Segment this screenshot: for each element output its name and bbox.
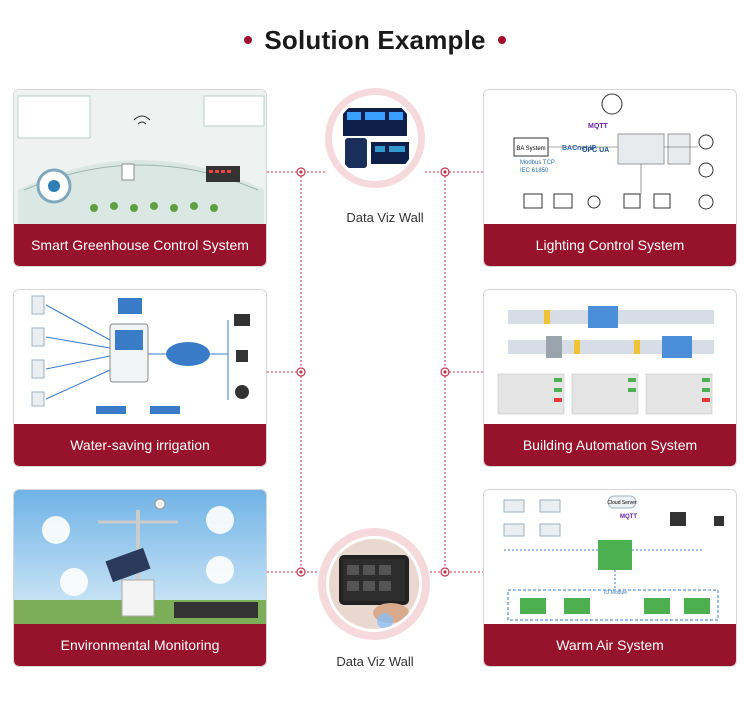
lighting-diagram-image: BA System BACnet IP MQTT OPC UA Modbus T… xyxy=(484,90,736,224)
card-environmental-monitoring[interactable]: Environmental Monitoring xyxy=(13,489,267,667)
card-caption: Building Automation System xyxy=(484,424,736,466)
greenhouse-diagram-image xyxy=(14,90,266,224)
lighting-iec-text: IEC 61850 xyxy=(520,168,549,174)
card-building-automation[interactable]: Building Automation System xyxy=(483,289,737,467)
warmair-io-text: IO Module xyxy=(604,590,627,596)
warmair-cloud-text: Cloud Server xyxy=(607,500,637,506)
title-bullet-left xyxy=(244,36,253,44)
card-water-saving-irrigation[interactable]: Water-saving irrigation xyxy=(13,289,267,467)
data-viz-wall-hub-bottom[interactable] xyxy=(318,528,430,640)
building-diagram-image xyxy=(484,290,736,424)
hub-label: Data Viz Wall xyxy=(336,654,414,669)
lighting-mqtt-text: MQTT xyxy=(588,123,609,130)
warmair-diagram-image: Cloud Server MQTT IO Module xyxy=(484,490,736,624)
environment-diagram-image xyxy=(14,490,266,624)
page-title: Solution Example xyxy=(264,24,486,55)
card-smart-greenhouse[interactable]: Smart Greenhouse Control System xyxy=(13,89,267,267)
tablet-control-image xyxy=(326,536,422,632)
card-lighting-control[interactable]: BA System BACnet IP MQTT OPC UA Modbus T… xyxy=(483,89,737,267)
data-viz-wall-hub-top[interactable] xyxy=(325,88,425,188)
card-warm-air-system[interactable]: Cloud Server MQTT IO Module Warm Air Sys… xyxy=(483,489,737,667)
lighting-ba-system-text: BA System xyxy=(516,146,545,152)
dashboard-screens-image xyxy=(332,95,418,181)
irrigation-diagram-image xyxy=(14,290,266,424)
card-caption: Smart Greenhouse Control System xyxy=(14,224,266,266)
card-caption: Environmental Monitoring xyxy=(14,624,266,666)
warmair-mqtt-text: MQTT xyxy=(620,514,637,520)
hub-label: Data Viz Wall xyxy=(346,210,424,225)
card-caption: Warm Air System xyxy=(484,624,736,666)
lighting-bacnet-text: BACnet IP xyxy=(562,145,597,152)
lighting-opcua-text: OPC UA xyxy=(582,147,609,154)
lighting-modbus-text: Modbus TCP xyxy=(520,160,555,166)
card-caption: Water-saving irrigation xyxy=(14,424,266,466)
title-bullet-right xyxy=(497,36,506,44)
card-caption: Lighting Control System xyxy=(484,224,736,266)
section-title: Solution Example xyxy=(0,22,750,58)
